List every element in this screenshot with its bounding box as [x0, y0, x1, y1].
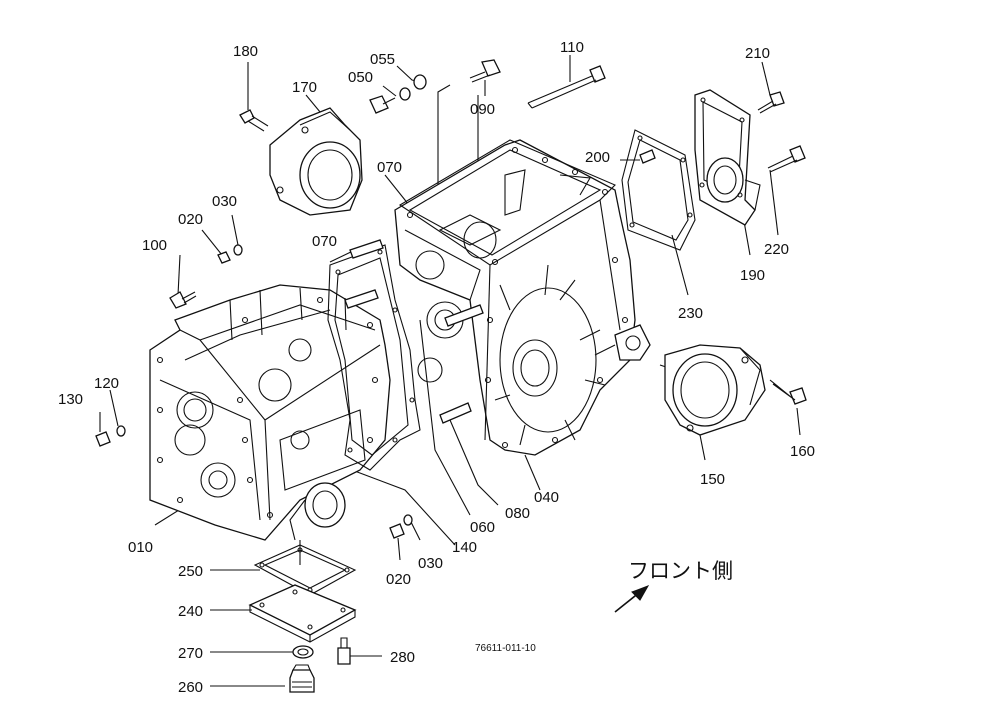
label-070b: 070	[312, 233, 337, 250]
washer-030a	[233, 244, 243, 256]
label-090: 090	[470, 101, 495, 118]
label-020a: 020	[178, 211, 203, 228]
gasket-230	[621, 129, 696, 251]
label-240: 240	[178, 603, 203, 620]
cover-190	[694, 89, 761, 226]
label-120: 120	[94, 375, 119, 392]
label-150: 150	[700, 471, 725, 488]
part-number-labels: 180 170 055 050 090 110 210 200 070 070 …	[58, 39, 815, 696]
label-190: 190	[740, 267, 765, 284]
label-220: 220	[764, 241, 789, 258]
label-210: 210	[745, 45, 770, 62]
pin-200	[639, 149, 656, 164]
housing-150	[664, 344, 766, 436]
front-side-label: フロント側	[628, 559, 733, 583]
label-180: 180	[233, 43, 258, 60]
drawing-number: 76611-011-10	[475, 643, 536, 654]
stud-060	[439, 402, 472, 424]
stud-070	[344, 239, 384, 309]
label-260: 260	[178, 679, 203, 696]
plate-240	[248, 584, 357, 643]
housing-170	[269, 107, 363, 216]
washer-030b	[403, 514, 413, 526]
bolt-220	[767, 145, 806, 173]
label-270: 270	[178, 645, 203, 662]
label-030a: 030	[212, 193, 237, 210]
washer-120	[116, 425, 126, 437]
label-030b: 030	[418, 555, 443, 572]
stud-080	[444, 304, 484, 327]
mid-case-040	[394, 139, 651, 456]
front-direction-arrow	[614, 585, 650, 613]
label-160: 160	[790, 443, 815, 460]
bolt-160	[769, 379, 807, 405]
bolt-210	[757, 91, 785, 114]
label-020b: 020	[386, 571, 411, 588]
label-170: 170	[292, 79, 317, 96]
label-080: 080	[505, 505, 530, 522]
label-055: 055	[370, 51, 395, 68]
label-230: 230	[678, 305, 703, 322]
label-070a: 070	[377, 159, 402, 176]
label-110: 110	[560, 39, 584, 56]
bolt-100	[169, 291, 197, 309]
plug-260	[289, 664, 315, 693]
bolt-180	[239, 109, 269, 132]
gasket-140	[327, 244, 421, 471]
nut-020b	[389, 523, 405, 539]
rear-case-010	[149, 284, 391, 541]
gasket-250	[253, 544, 357, 596]
label-060: 060	[470, 519, 495, 536]
bolt-090	[469, 59, 501, 83]
label-250: 250	[178, 563, 203, 580]
label-140: 140	[452, 539, 477, 556]
washer-055	[399, 74, 427, 101]
label-130: 130	[58, 391, 83, 408]
label-280: 280	[390, 649, 415, 666]
nut-130	[95, 431, 111, 447]
label-010: 010	[128, 539, 153, 556]
label-040: 040	[534, 489, 559, 506]
nut-020a	[217, 251, 231, 264]
label-200: 200	[585, 149, 610, 166]
bolt-110	[527, 65, 606, 109]
label-100: 100	[142, 237, 167, 254]
bolt-050	[369, 95, 396, 114]
label-050: 050	[348, 69, 373, 86]
bolt-280	[337, 637, 351, 665]
washer-270	[292, 645, 314, 659]
